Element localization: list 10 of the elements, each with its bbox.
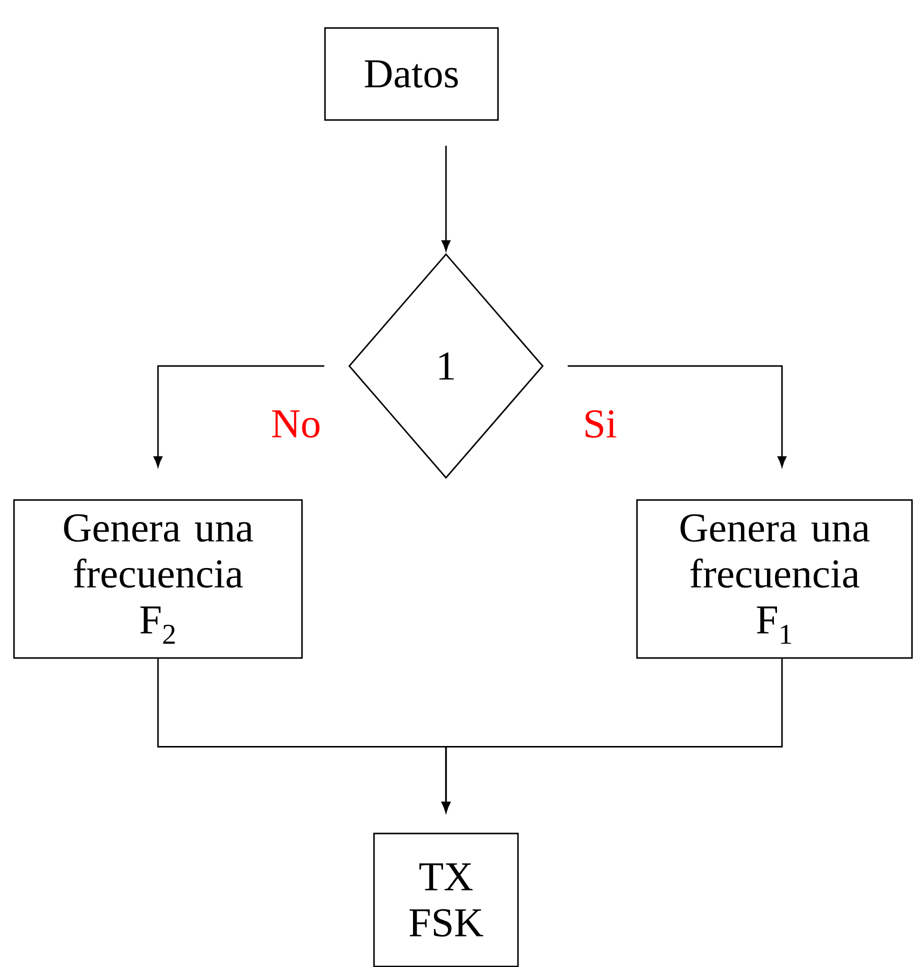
process-box: Genera una frecuencia F$_{2}$	[13, 499, 303, 659]
edge-label: Si	[586, 410, 616, 438]
process-box: Datos	[324, 27, 499, 121]
process-box: Genera una frecuencia F$_{1}$	[636, 499, 913, 659]
arrow	[154, 365, 324, 467]
edge-label: No	[272, 410, 320, 438]
arrow	[442, 658, 783, 812]
process-box: TX FSK	[373, 832, 519, 967]
arrow	[442, 146, 450, 251]
arrow	[568, 365, 786, 467]
